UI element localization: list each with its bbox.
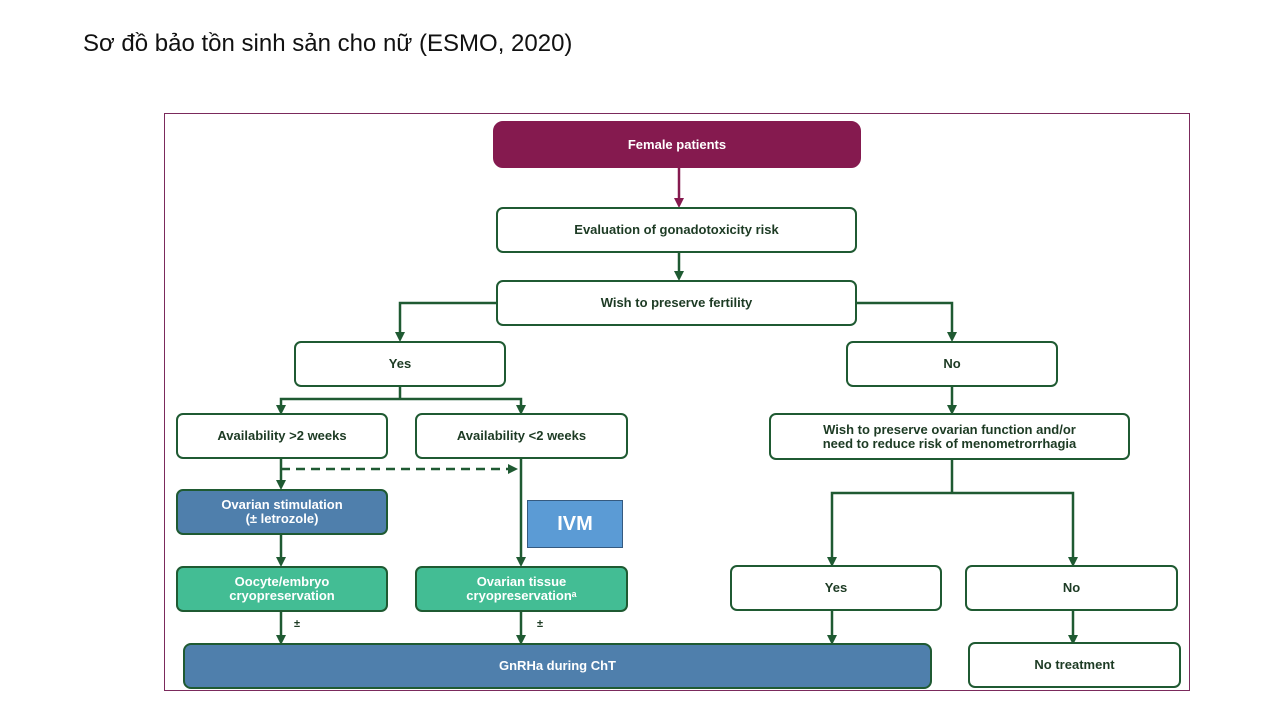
ovarian-stimulation-box: Ovarian stimulation (± letrozole) (176, 489, 388, 535)
wish-ovarian-function-box: Wish to preserve ovarian function and/or… (769, 413, 1130, 460)
wish-fertility-box: Wish to preserve fertility (496, 280, 857, 326)
female-patients-box: Female patients (493, 121, 861, 168)
ivm-label: IVM (527, 500, 623, 548)
connector-yes-avail-lt2 (400, 397, 526, 415)
availability-lt2-box: Availability <2 weeks (415, 413, 628, 459)
plus-minus-label-1: ± (294, 618, 301, 630)
yes-box: Yes (294, 341, 506, 387)
connector-ovarian-yes (827, 491, 952, 567)
connector-ovarian-no (952, 491, 1078, 567)
connector-wish-no (855, 301, 957, 342)
plus-minus-label-2: ± (537, 618, 544, 630)
ovarian-tissue-box: Ovarian tissue cryopreservationᵃ (415, 566, 628, 612)
slide-title: Sơ đồ bảo tồn sinh sản cho nữ (ESMO, 202… (83, 30, 573, 57)
connector-wish-yes (395, 301, 497, 342)
evaluation-box: Evaluation of gonadotoxicity risk (496, 207, 857, 253)
availability-gt2-box: Availability >2 weeks (176, 413, 388, 459)
no-treatment-box: No treatment (968, 642, 1181, 688)
no-2-box: No (965, 565, 1178, 611)
oocyte-embryo-box: Oocyte/embryo cryopreservation (176, 566, 388, 612)
connector-yes-avail-gt2 (276, 397, 400, 415)
gnrha-box: GnRHa during ChT (183, 643, 932, 689)
no-box: No (846, 341, 1058, 387)
yes-2-box: Yes (730, 565, 942, 611)
